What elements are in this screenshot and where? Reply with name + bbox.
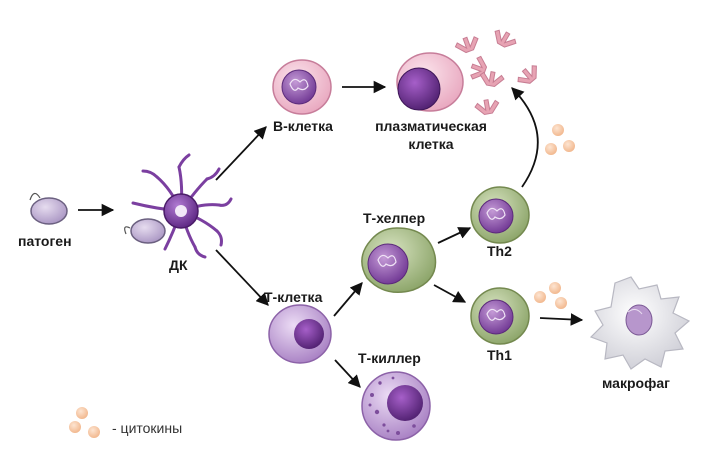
label-b-cell: В-клетка (273, 118, 333, 134)
arrow-th1-to-macrophage (539, 313, 584, 326)
plasma-cell (396, 52, 464, 112)
label-plasma-cell-line2: клетка (408, 136, 454, 152)
arrow-t-cell-to-t-killer (334, 359, 361, 388)
t-cell (268, 304, 332, 364)
arrow-dc-to-t-cell (215, 249, 269, 306)
label-th1: Th1 (487, 347, 512, 363)
label-t-cell: Т-клетка (264, 289, 323, 305)
th1-cell (470, 287, 530, 345)
pathogen-cell (29, 192, 68, 225)
label-pathogen: патоген (18, 233, 72, 249)
arrow-th2-to-plasma (511, 87, 539, 188)
dendritic-cell (124, 153, 233, 259)
b-cell (272, 59, 332, 115)
label-cytokines-legend: - цитокины (112, 420, 183, 436)
label-th2: Th2 (487, 243, 512, 259)
t-killer-cell (361, 371, 431, 441)
macrophage-cell (589, 276, 691, 370)
arrow-dc-to-b-cell (215, 126, 267, 181)
label-t-helper: Т-хелпер (363, 210, 426, 226)
th2-cell (470, 186, 530, 244)
cytokines-lower (534, 282, 567, 309)
cytokines-upper (545, 124, 575, 155)
label-macrophage: макрофаг (602, 375, 670, 391)
arrow-t-cell-to-t-helper (333, 282, 363, 317)
label-t-killer: Т-киллер (358, 350, 421, 366)
t-helper-cell (361, 227, 437, 293)
label-plasma-cell-line1: плазматическая (375, 118, 487, 134)
cytokines-legend-icon (69, 407, 100, 438)
label-dc: ДК (169, 257, 188, 273)
arrow-t-helper-to-th2 (437, 227, 472, 244)
arrow-t-helper-to-th1 (433, 284, 467, 303)
antibodies (454, 29, 537, 116)
